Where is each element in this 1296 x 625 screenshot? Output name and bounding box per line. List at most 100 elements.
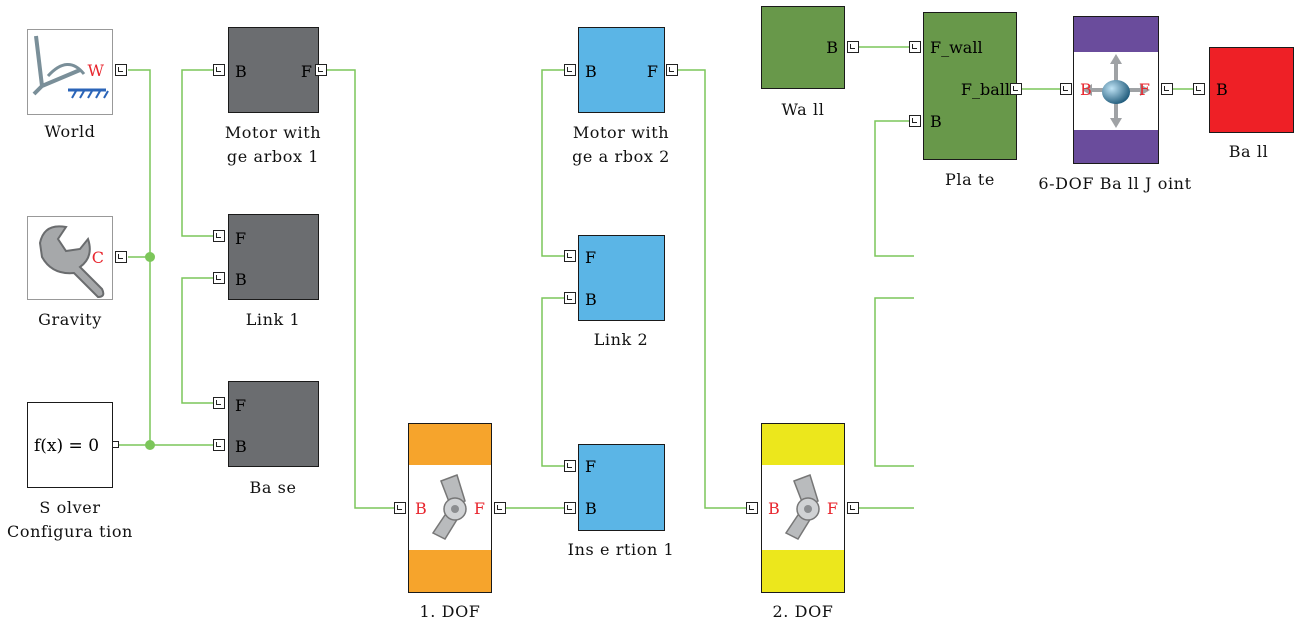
link1-port-b[interactable]	[213, 272, 225, 284]
balljoint-port-b-label: B	[1080, 80, 1092, 99]
motor1-caption: Motor with ge arbox 1	[224, 123, 322, 166]
base-port-b-label: B	[235, 437, 247, 456]
motor2-port-f-label: F	[646, 62, 658, 81]
insertion1-block[interactable]: F B	[578, 444, 665, 531]
wire-motor1-link1	[181, 69, 216, 237]
plate-port-f-ball-label: F_ball	[960, 80, 1010, 99]
link2-port-b[interactable]	[564, 292, 576, 304]
dof2-port-b-label: B	[768, 499, 780, 518]
gravity-port-c[interactable]	[115, 251, 127, 263]
dof2-bottom-band	[762, 550, 844, 592]
wire-world-hub	[128, 69, 151, 445]
balljoint-port-b[interactable]	[1060, 83, 1072, 95]
wire-motor2-dof2	[670, 69, 754, 509]
balljoint-port-f-label: F	[1138, 80, 1150, 99]
base-port-f[interactable]	[213, 397, 225, 409]
wall-port-b[interactable]	[847, 41, 859, 53]
ball-caption: Ba ll	[1228, 142, 1269, 161]
wire-insertion2-link3	[874, 297, 914, 467]
link1-caption: Link 1	[245, 310, 301, 329]
insertion1-port-f[interactable]	[564, 460, 576, 472]
base-port-f-label: F	[235, 396, 247, 415]
base-block[interactable]: F B	[228, 381, 319, 467]
ball-port-b[interactable]	[1193, 83, 1205, 95]
world-port-w-label: W	[87, 61, 104, 80]
junction-dot	[145, 252, 155, 262]
link1-port-f-label: F	[235, 229, 247, 248]
plate-port-f-wall-label: F_wall	[930, 38, 983, 57]
motor1-port-b[interactable]	[213, 64, 225, 76]
dof1-caption: 1. DOF	[419, 602, 481, 621]
base-port-b[interactable]	[213, 439, 225, 451]
dof1-port-b-label: B	[415, 499, 427, 518]
world-block[interactable]: W	[27, 29, 113, 115]
plate-port-f-ball[interactable]	[1010, 83, 1022, 95]
link1-port-f[interactable]	[213, 230, 225, 242]
dof2-block[interactable]: B F	[761, 423, 845, 593]
link2-port-b-label: B	[585, 290, 597, 309]
world-port-w[interactable]	[115, 64, 127, 76]
revolute-joint-icon	[784, 474, 820, 540]
balljoint-bottom-band	[1074, 130, 1158, 163]
insertion1-port-b[interactable]	[564, 502, 576, 514]
balljoint-top-band	[1074, 17, 1158, 52]
link1-block[interactable]: F B	[228, 214, 319, 300]
motor1-block[interactable]: B F	[228, 27, 319, 113]
motor1-port-f[interactable]	[315, 64, 327, 76]
balljoint-block[interactable]: B F	[1073, 16, 1159, 164]
balljoint-caption: 6-DOF Ba ll J oint	[1038, 174, 1192, 193]
junction-dot	[145, 440, 155, 450]
dof1-port-b[interactable]	[394, 502, 406, 514]
insertion1-caption: Ins e rtion 1	[567, 540, 675, 559]
wall-port-b-label: B	[826, 38, 838, 57]
plate-caption: Pla te	[944, 170, 995, 189]
world-caption: World	[44, 122, 96, 141]
insertion1-port-f-label: F	[585, 457, 597, 476]
solver-caption: S olver Configura tion	[7, 498, 133, 541]
ball-port-b-label: B	[1216, 80, 1228, 99]
motor1-port-f-label: F	[300, 62, 312, 81]
wire-link1-base	[181, 277, 216, 404]
ball-joint-icon	[1082, 54, 1150, 128]
dof1-block[interactable]: B F	[408, 423, 492, 593]
motor2-port-b-label: B	[585, 62, 597, 81]
wire-insertion1-link2	[541, 297, 568, 467]
link2-caption: Link 2	[593, 330, 649, 349]
dof2-port-f-label: F	[826, 499, 838, 518]
ball-block[interactable]: B	[1209, 47, 1294, 133]
gravity-block[interactable]: C	[27, 216, 113, 300]
insertion1-port-b-label: B	[585, 499, 597, 518]
solver-port[interactable]	[112, 441, 119, 448]
balljoint-port-f[interactable]	[1161, 83, 1173, 95]
motor2-block[interactable]: B F	[578, 27, 665, 113]
plate-port-b[interactable]	[909, 115, 921, 127]
wire-link3-plate	[874, 120, 914, 257]
dof1-bottom-band	[409, 550, 491, 592]
gravity-port-c-label: C	[91, 248, 104, 267]
wall-caption: Wa ll	[781, 100, 825, 119]
dof1-top-band	[409, 424, 491, 465]
link2-port-f[interactable]	[564, 250, 576, 262]
link1-port-b-label: B	[235, 270, 247, 289]
wire-link2-motor2	[541, 69, 568, 257]
solver-config-block[interactable]: f(x) = 0	[27, 402, 113, 488]
motor2-port-f[interactable]	[666, 64, 678, 76]
motor2-caption: Motor with ge a rbox 2	[572, 123, 670, 166]
plate-port-b-label: B	[930, 112, 942, 131]
dof2-port-f[interactable]	[847, 502, 859, 514]
plate-port-f-wall[interactable]	[909, 41, 921, 53]
dof1-port-f-label: F	[473, 499, 485, 518]
dof1-port-f[interactable]	[494, 502, 506, 514]
link2-block[interactable]: F B	[578, 235, 665, 321]
motor1-port-b-label: B	[235, 62, 247, 81]
wrench-icon	[38, 225, 105, 299]
motor2-port-b[interactable]	[564, 64, 576, 76]
wall-block[interactable]: B	[761, 6, 845, 89]
gravity-caption: Gravity	[38, 310, 102, 329]
link2-port-f-label: F	[585, 248, 597, 267]
plate-block[interactable]: F_wall F_ball B	[923, 12, 1017, 160]
base-caption: Ba se	[249, 478, 297, 497]
dof2-port-b[interactable]	[746, 502, 758, 514]
